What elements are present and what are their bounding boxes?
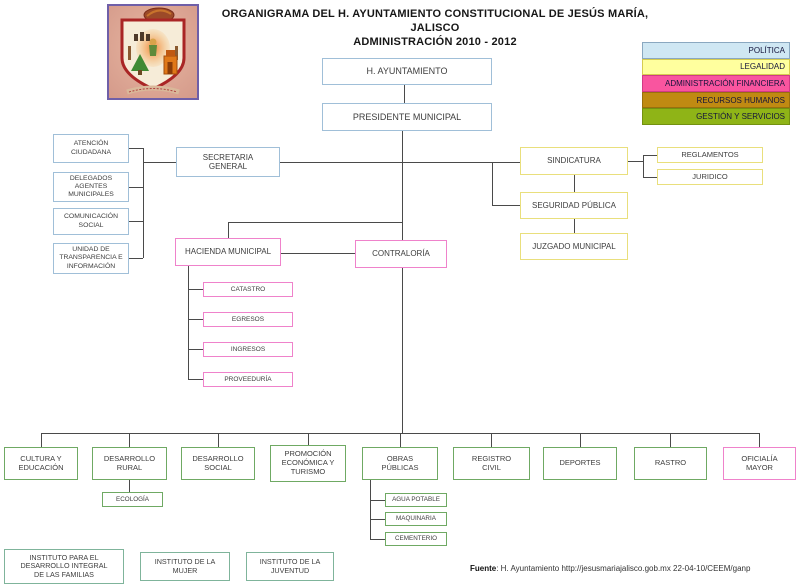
page-title: ORGANIGRAMA DEL H. AYUNTAMIENTO CONSTITU… [205,8,665,49]
connector-line [580,433,581,447]
maquinaria-box: MAQUINARIA [385,512,447,526]
connector-line [129,221,143,222]
connector-line [370,519,385,520]
instituto-desarrollo-familias-box: INSTITUTO PARA EL DESARROLLO INTEGRAL DE… [4,549,124,584]
unidad-transparencia-box: UNIDAD DE TRANSPARENCIA E INFORMACIÓN [53,243,129,274]
agua-potable-box: AGUA POTABLE [385,493,447,507]
deportes-box: DEPORTES [543,447,617,480]
reglamentos-box: REGLAMENTOS [657,147,763,163]
juridico-box: JURIDICO [657,169,763,185]
legend-gestion-y-servicios: GESTIÓN Y SERVICIOS [642,108,790,125]
comunicacion-social-box: COMUNICACIÓN SOCIAL [53,208,129,235]
connector-line [188,319,203,320]
connector-line [643,155,657,156]
connector-line [492,205,520,206]
coat-of-arms [107,4,199,100]
promocion-economica-turismo-box: PROMOCIÓN ECONÓMICA Y TURISMO [270,445,346,482]
connector-line [280,162,402,163]
connector-line [228,222,402,223]
instituto-juventud-box: INSTITUTO DE LA JUVENTUD [246,552,334,581]
connector-line [129,148,143,149]
registro-civil-box: REGISTRO CIVIL [453,447,530,480]
ingresos-box: INGRESOS [203,342,293,357]
legend-politica: POLÍTICA [642,42,790,59]
rastro-box: RASTRO [634,447,707,480]
title-line-1: ORGANIGRAMA DEL H. AYUNTAMIENTO CONSTITU… [221,8,649,34]
title-line-2: ADMINISTRACIÓN 2010 - 2012 [353,35,517,48]
source-text: : H. Ayuntamiento http://jesusmariajalis… [496,564,751,573]
atencion-ciudadana-box: ATENCIÓN CIUDADANA [53,134,129,163]
desarrollo-rural-box: DESARROLLO RURAL [92,447,167,480]
connector-line [188,349,203,350]
connector-line [492,162,493,205]
connector-line [402,162,520,163]
juzgado-municipal-box: JUZGADO MUNICIPAL [520,233,628,260]
connector-line [491,433,492,447]
catastro-box: CATASTRO [203,282,293,297]
hacienda-municipal-box: HACIENDA MUNICIPAL [175,238,281,266]
legend-recursos-humanos: RECURSOS HUMANOS [642,91,790,109]
egresos-box: EGRESOS [203,312,293,327]
seguridad-publica-box: SEGURIDAD PÚBLICA [520,192,628,219]
connector-line [628,161,643,162]
connector-line [370,480,371,539]
cultura-educacion-box: CULTURA Y EDUCACIÓN [4,447,78,480]
delegados-agentes-municipales-box: DELEGADOS AGENTES MUNICIPALES [53,172,129,202]
connector-line [218,433,219,447]
obras-publicas-box: OBRAS PÚBLICAS [362,447,438,480]
connector-line [143,148,144,258]
sindicatura-box: SINDICATURA [520,147,628,175]
connector-line [188,289,203,290]
connector-line [400,433,401,447]
secretaria-general-box: SECRETARIA GENERAL [176,147,280,177]
connector-line [759,433,760,447]
connector-line [404,85,405,103]
connector-line [129,480,130,492]
contraloria-box: CONTRALORÍA [355,240,447,268]
connector-line [370,500,385,501]
connector-line [643,155,644,178]
connector-line [370,539,385,540]
oficialia-mayor-box: OFICIALÍA MAYOR [723,447,796,480]
h-ayuntamiento-box: H. AYUNTAMIENTO [322,58,492,85]
desarrollo-social-box: DESARROLLO SOCIAL [181,447,255,480]
connector-line [574,175,575,192]
connector-line [129,258,143,259]
cementerio-box: CEMENTERIO [385,532,447,546]
connector-line [188,379,203,380]
presidente-municipal-box: PRESIDENTE MUNICIPAL [322,103,492,131]
connector-line [188,266,189,379]
connector-line [41,433,42,447]
connector-line [308,433,309,445]
connector-line [143,162,176,163]
connector-line [574,219,575,233]
ecologia-box: ECOLOGÍA [102,492,163,507]
connector-line [670,433,671,447]
connector-line [129,433,130,447]
connector-line [129,187,143,188]
legend-administracion-financiera: ADMINISTRACIÓN FINANCIERA [642,75,790,92]
connector-line [402,131,403,433]
connector-line [228,222,229,238]
source-note: Fuente: H. Ayuntamiento http://jesusmari… [470,564,750,573]
legend-legalidad: LEGALIDAD [642,58,790,76]
instituto-mujer-box: INSTITUTO DE LA MUJER [140,552,230,581]
source-label: Fuente [470,564,497,573]
proveeduria-box: PROVEEDURÍA [203,372,293,387]
connector-line [281,253,355,254]
connector-line [643,177,657,178]
